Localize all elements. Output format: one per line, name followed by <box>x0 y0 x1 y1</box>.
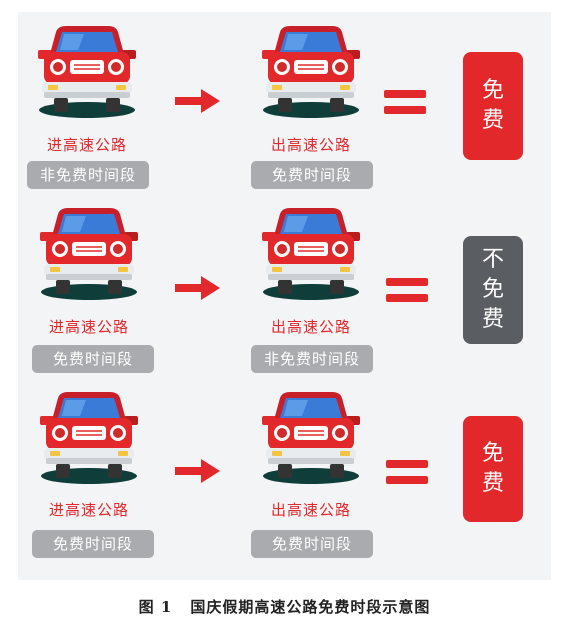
equals-icon <box>386 278 428 302</box>
entry-label: 进高速公路 <box>46 136 127 154</box>
entry-label: 进高速公路 <box>48 318 129 336</box>
entry-period-badge: 免费时间段 <box>32 345 154 373</box>
exit-period-badge: 非免费时间段 <box>251 345 373 373</box>
entry-label: 进高速公路 <box>48 501 129 519</box>
exit-label: 出高速公路 <box>270 136 351 154</box>
result-char: 免 <box>481 441 504 466</box>
exit-label: 出高速公路 <box>270 501 351 519</box>
arrow-right-icon <box>175 88 221 114</box>
result-char: 不 <box>481 247 504 272</box>
result-char: 费 <box>481 108 504 133</box>
car-icon <box>34 390 144 486</box>
result-char: 免 <box>481 277 504 302</box>
car-icon <box>256 24 366 120</box>
figure-caption: 图 1 国庆假期高速公路免费时段示意图 <box>0 596 569 617</box>
car-icon <box>256 390 366 486</box>
arrow-right-icon <box>175 458 221 484</box>
result-char: 免 <box>481 78 504 103</box>
equals-icon <box>386 460 428 484</box>
exit-label: 出高速公路 <box>270 318 351 336</box>
figure-title: 国庆假期高速公路免费时段示意图 <box>190 598 431 616</box>
entry-period-badge: 非免费时间段 <box>27 161 149 189</box>
exit-period-badge: 免费时间段 <box>251 161 373 189</box>
car-icon <box>32 24 142 120</box>
exit-period-badge: 免费时间段 <box>251 530 373 558</box>
entry-period-badge: 免费时间段 <box>32 530 154 558</box>
car-icon <box>34 206 144 302</box>
result-char: 费 <box>481 471 504 496</box>
equals-icon <box>384 90 426 114</box>
result-char: 费 <box>481 307 504 332</box>
result-badge: 免 费 <box>463 416 523 522</box>
result-badge: 免 费 <box>463 52 523 160</box>
figure-number: 图 1 <box>138 598 173 616</box>
car-icon <box>256 206 366 302</box>
arrow-right-icon <box>175 275 221 301</box>
result-badge: 不 免 费 <box>463 236 523 344</box>
